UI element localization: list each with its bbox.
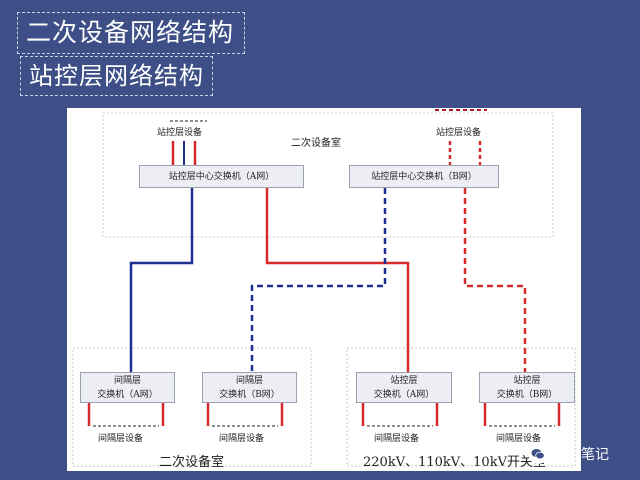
bay-switch-b-line1: 间隔层 [235,375,263,386]
bay-switch-b: 间隔层 交换机（B网） [202,372,297,403]
net-a-blue-link [129,188,194,372]
bottom-left-room-boundary [72,347,312,467]
sub-title: 站控层网络结构 [20,56,213,96]
station-device-label-left: 站控层设备 [157,128,203,138]
watermark-text: 电力笔记 [553,447,609,463]
switchgear-station-switch-a: 站控层 交换机（A网） [356,372,452,403]
bottom-right-room-label: 220kV、110kV、10kV开关室 [363,455,546,470]
bay-switch-a-line1: 间隔层 [113,375,141,386]
switchgear-station-switch-a-line2: 交换机（A网） [373,389,435,400]
switchgear-station-switch-b-line2: 交换机（B网） [496,389,558,400]
switchgear-device-label-1: 间隔层设备 [374,434,420,444]
net-b-red-link [463,188,527,372]
switchgear-device-label-2: 间隔层设备 [496,434,542,444]
watermark: 电力笔记 [528,442,609,466]
bay-switch-a: 间隔层 交换机（A网） [80,372,175,403]
station-center-switch-a: 站控层中心交换机（A网） [139,165,304,188]
net-b-blue-link [250,188,387,372]
bay-switch-b-line2: 交换机（B网） [219,389,280,400]
bay-switch-a-line2: 交换机（A网） [97,389,158,400]
station-center-switch-a-label: 站控层中心交换机（A网） [168,171,275,182]
net-a-red-link [265,188,410,372]
bay-device-label-1: 间隔层设备 [98,434,144,444]
switchgear-station-switch-b-line1: 站控层 [513,375,541,386]
station-center-switch-b: 站控层中心交换机（B网） [349,165,499,188]
top-room-label: 二次设备室 [291,138,341,149]
bay-device-label-2: 间隔层设备 [219,434,265,444]
main-title: 二次设备网络结构 [17,12,246,54]
switchgear-station-switch-b: 站控层 交换机（B网） [479,372,575,403]
switchgear-station-switch-a-line1: 站控层 [390,375,418,386]
top-room-boundary [102,112,554,238]
bottom-left-room-label: 二次设备室 [159,455,225,470]
diagram-lines [72,109,576,467]
network-diagram: 站控层设备 站控层设备 二次设备室 站控层中心交换机（A网） 站控层中心交换机（… [67,108,581,471]
bottom-right-room-boundary [346,347,576,467]
wechat-icon [528,444,548,464]
station-device-label-right: 站控层设备 [436,128,482,138]
station-center-switch-b-label: 站控层中心交换机（B网） [371,171,477,182]
